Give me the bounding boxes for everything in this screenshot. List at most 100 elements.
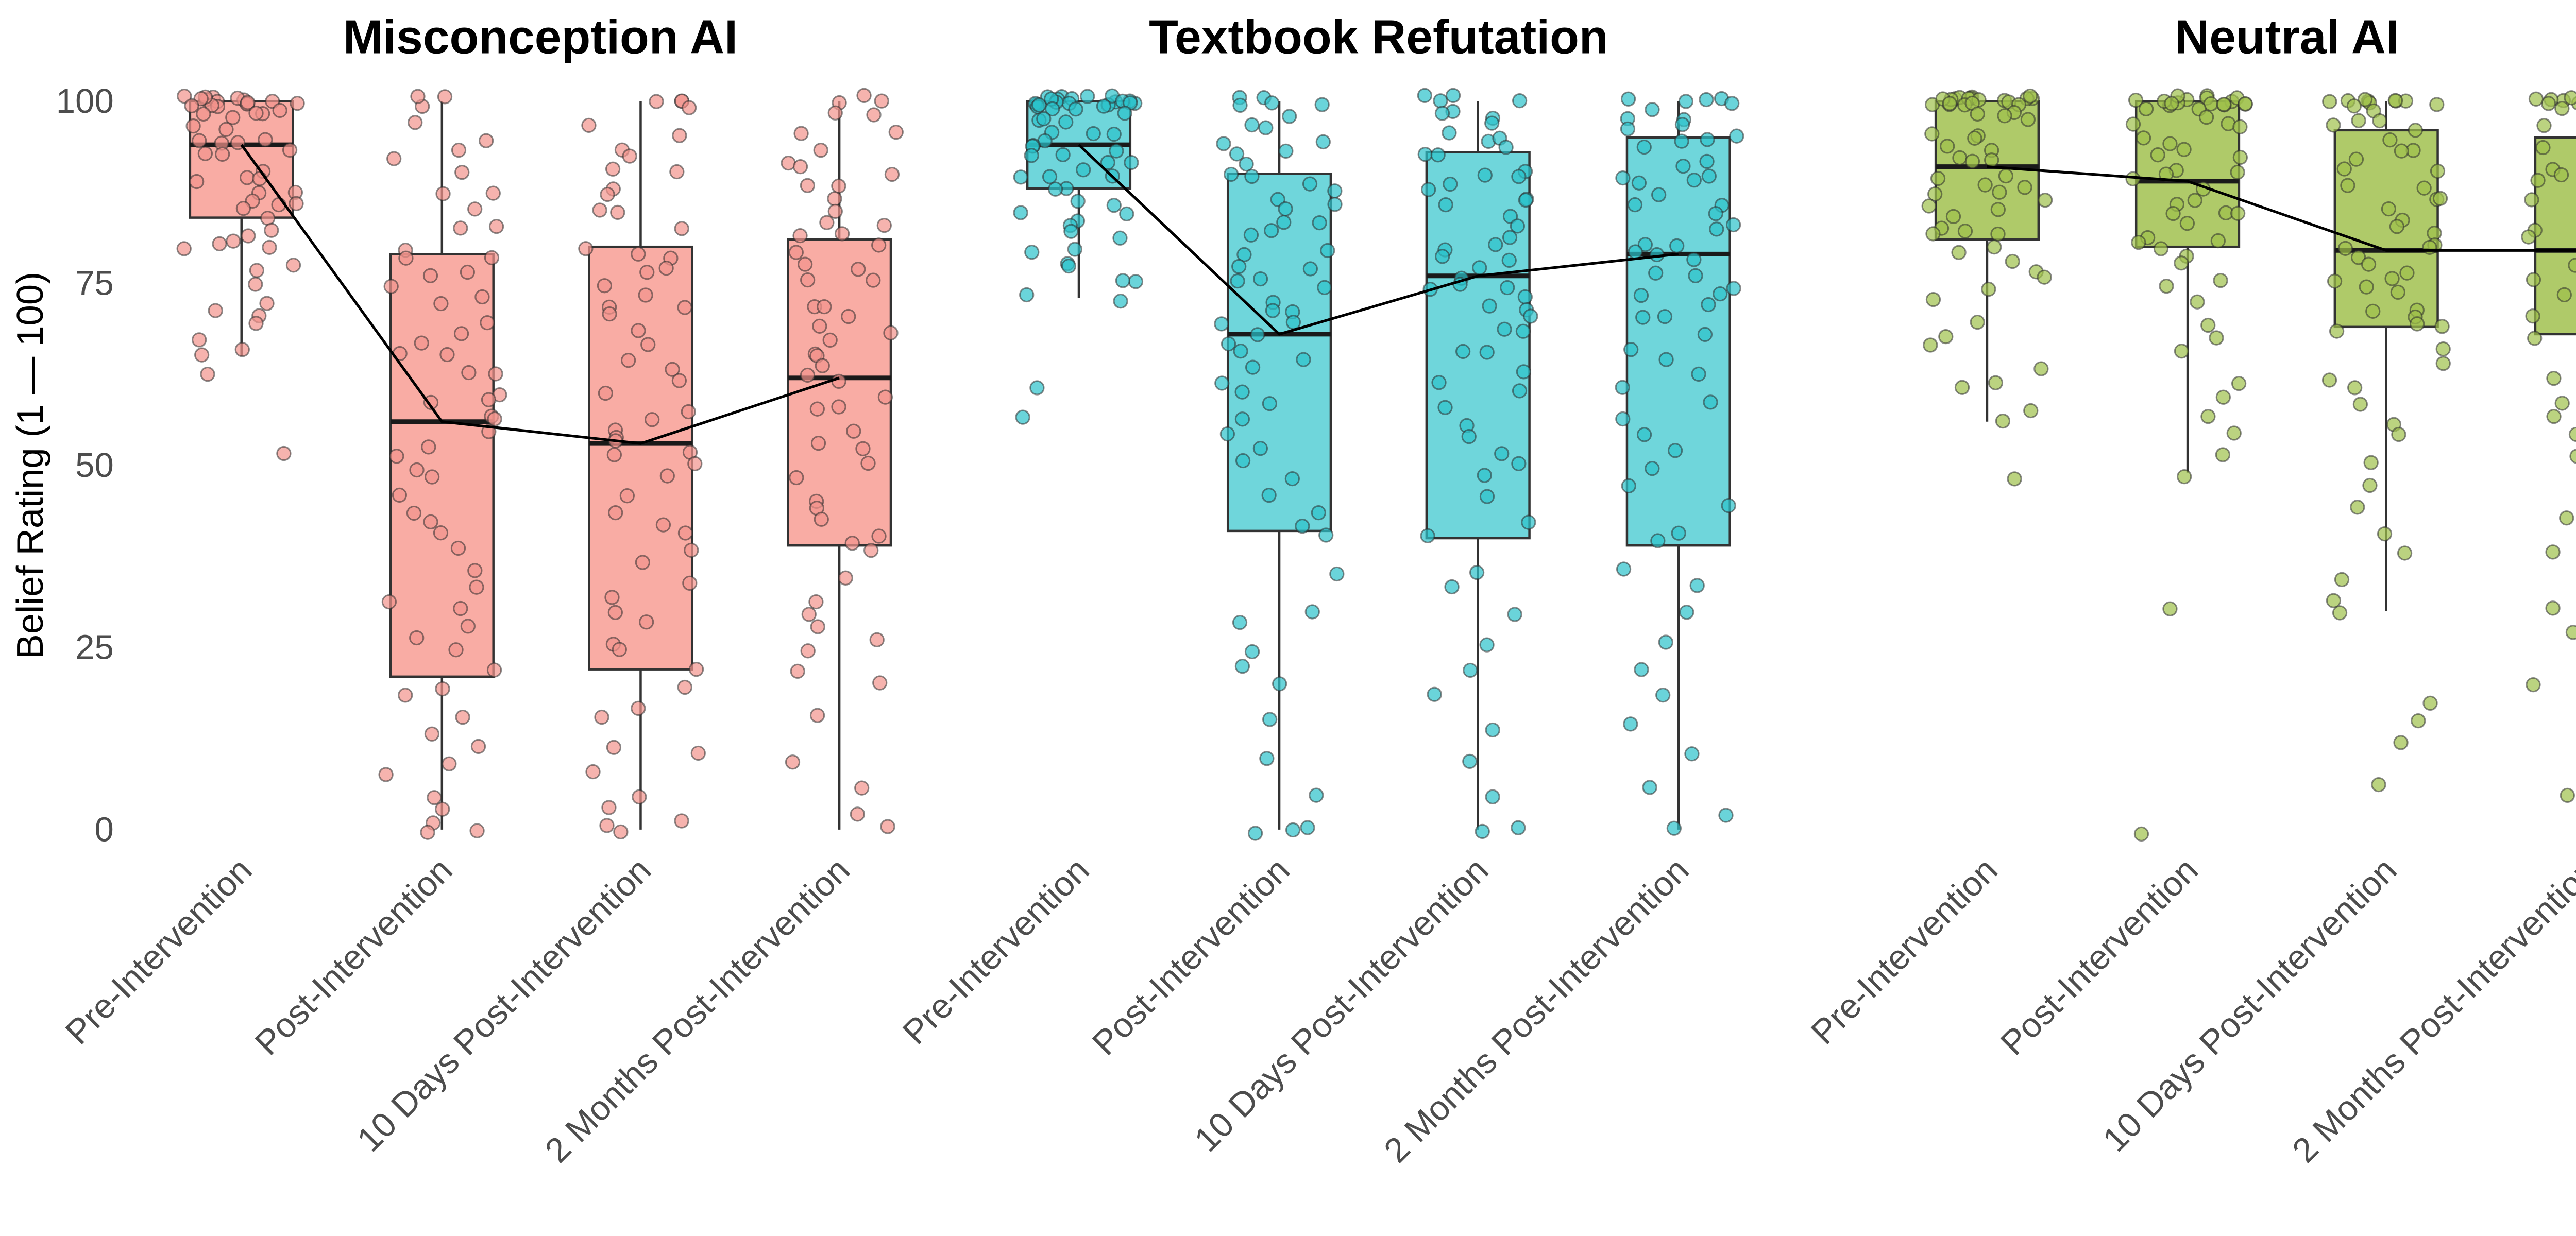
jitter-point bbox=[1990, 202, 2006, 217]
jitter-point bbox=[1675, 159, 1691, 174]
jitter-point bbox=[406, 505, 422, 521]
jitter-point bbox=[2033, 361, 2049, 376]
jitter-point bbox=[2422, 695, 2438, 711]
jitter-point bbox=[1434, 106, 1450, 121]
jitter-point bbox=[1921, 198, 1937, 214]
jitter-point bbox=[442, 756, 457, 771]
jitter-point bbox=[814, 511, 829, 527]
jitter-point bbox=[607, 605, 623, 620]
jitter-point bbox=[259, 296, 275, 311]
jitter-point bbox=[619, 488, 635, 504]
jitter-point bbox=[2372, 113, 2387, 129]
jitter-point bbox=[1521, 514, 1536, 530]
jitter-point bbox=[218, 122, 234, 137]
jitter-point bbox=[2350, 500, 2365, 515]
jitter-point bbox=[1658, 634, 1673, 650]
jitter-point bbox=[2232, 119, 2248, 134]
jitter-point bbox=[1015, 409, 1030, 425]
jitter-point bbox=[226, 233, 241, 249]
jitter-point bbox=[1992, 184, 2007, 200]
jitter-point bbox=[439, 347, 455, 363]
jitter-point bbox=[1686, 252, 1702, 267]
jitter-point bbox=[290, 96, 305, 111]
jitter-point bbox=[1494, 446, 1510, 461]
jitter-point bbox=[665, 362, 680, 377]
jitter-point bbox=[480, 315, 495, 331]
jitter-point bbox=[834, 226, 850, 242]
jitter-point bbox=[1477, 468, 1492, 483]
jitter-point bbox=[2526, 272, 2541, 287]
jitter-point bbox=[1112, 230, 1128, 246]
jitter-point bbox=[1502, 230, 1518, 245]
jitter-point bbox=[1700, 132, 1715, 147]
jitter-point bbox=[2327, 273, 2343, 289]
jitter-point bbox=[1262, 712, 1278, 727]
jitter-point bbox=[1318, 527, 1334, 543]
jitter-point bbox=[262, 239, 277, 255]
jitter-point bbox=[800, 178, 816, 193]
jitter-point bbox=[2198, 110, 2214, 125]
jitter-point bbox=[620, 353, 636, 368]
panel-title: Neutral AI bbox=[2175, 10, 2399, 63]
jitter-point bbox=[2023, 88, 2038, 104]
jitter-point bbox=[1239, 156, 1254, 172]
jitter-point bbox=[1281, 109, 1297, 124]
jitter-point bbox=[1055, 147, 1071, 163]
jitter-point bbox=[2545, 600, 2561, 616]
jitter-point bbox=[827, 191, 842, 207]
jitter-point bbox=[1036, 111, 1052, 127]
jitter-point bbox=[846, 423, 861, 439]
jitter-point bbox=[1431, 375, 1447, 390]
jitter-point bbox=[592, 202, 607, 218]
jitter-point bbox=[640, 337, 656, 352]
jitter-point bbox=[2007, 471, 2022, 487]
jitter-point bbox=[192, 332, 207, 348]
jitter-point bbox=[1970, 314, 1985, 330]
jitter-point bbox=[2190, 294, 2205, 310]
jitter-point bbox=[681, 404, 696, 420]
jitter-point bbox=[1517, 289, 1533, 305]
jitter-point bbox=[2125, 116, 2141, 132]
jitter-point bbox=[1442, 125, 1457, 141]
jitter-point bbox=[1686, 173, 1702, 188]
jitter-point bbox=[289, 196, 304, 212]
jitter-point bbox=[649, 94, 664, 109]
jitter-point bbox=[272, 102, 287, 118]
jitter-point bbox=[2384, 271, 2400, 286]
y-axis-title: Belief Rating (1 — 100) bbox=[10, 272, 51, 659]
jitter-point bbox=[602, 306, 617, 322]
jitter-point bbox=[1645, 102, 1660, 117]
jitter-point bbox=[809, 708, 825, 723]
jitter-point bbox=[2329, 323, 2345, 339]
jitter-point bbox=[421, 439, 436, 455]
jitter-point bbox=[2387, 93, 2403, 108]
jitter-point bbox=[1997, 108, 2012, 124]
jitter-point bbox=[2568, 426, 2576, 442]
jitter-point bbox=[2153, 241, 2169, 256]
jitter-point bbox=[880, 819, 895, 834]
jitter-point bbox=[2389, 219, 2405, 234]
jitter-point bbox=[1327, 183, 1343, 199]
jitter-point bbox=[1998, 168, 2014, 184]
jitter-point bbox=[1623, 716, 1638, 732]
jitter-point bbox=[854, 780, 870, 796]
jitter-point bbox=[285, 258, 301, 273]
jitter-point bbox=[600, 186, 615, 202]
jitter-point bbox=[1058, 114, 1074, 130]
jitter-point bbox=[1930, 170, 1946, 186]
jitter-point bbox=[1709, 221, 1724, 237]
jitter-point bbox=[1725, 217, 1741, 233]
jitter-point bbox=[2546, 370, 2562, 386]
jitter-point bbox=[1302, 176, 1318, 192]
jitter-point bbox=[645, 412, 660, 427]
jitter-point bbox=[208, 303, 223, 318]
jitter-point bbox=[1128, 274, 1144, 289]
median-trend-line bbox=[1987, 165, 2576, 252]
jitter-point bbox=[2350, 250, 2366, 265]
jitter-point bbox=[1981, 281, 1996, 297]
jitter-point bbox=[1952, 150, 1968, 166]
jitter-point bbox=[2136, 130, 2151, 146]
jitter-point bbox=[1109, 143, 1124, 159]
jitter-point bbox=[1304, 604, 1320, 620]
jitter-point bbox=[813, 142, 828, 158]
